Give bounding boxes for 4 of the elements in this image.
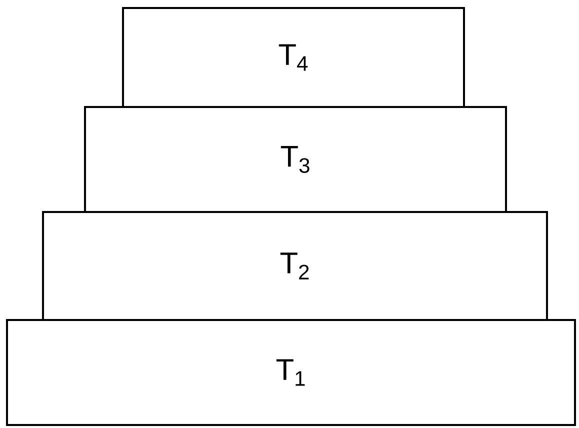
tier-box: T$_{3}$ [84, 106, 507, 213]
tier-box: T$_{2}$ [42, 211, 548, 321]
tier-box: T$_{1}$ [6, 318, 576, 426]
tier-box: T$_{4}$ [122, 7, 465, 108]
